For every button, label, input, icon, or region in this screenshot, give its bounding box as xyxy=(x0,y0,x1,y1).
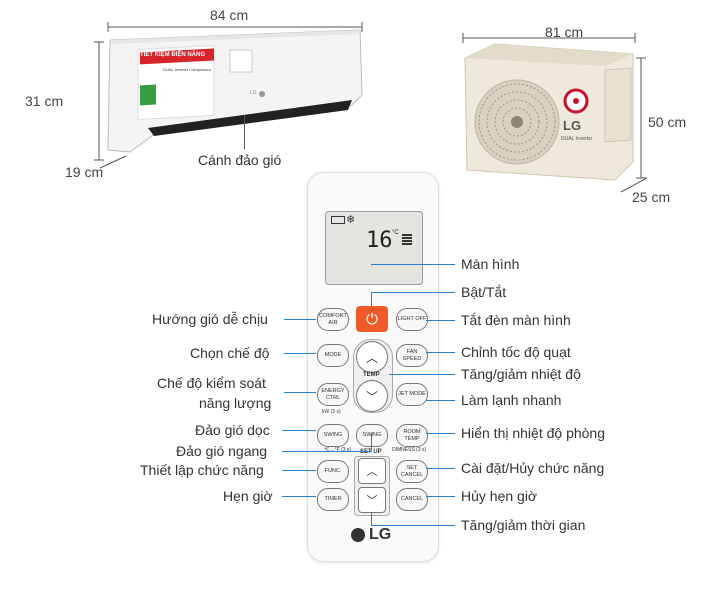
display-temperature: 16 xyxy=(366,228,393,253)
temp-down-button[interactable]: ﹀ xyxy=(356,380,388,412)
time-down-button[interactable]: ﹀ xyxy=(358,487,386,513)
remote-screen: ❄ 16 °C xyxy=(325,211,423,285)
comfort-air-button[interactable]: COMFORT AIR xyxy=(317,308,349,331)
indoor-brand: LG xyxy=(250,90,257,96)
temp-up-button[interactable]: ︿ xyxy=(356,341,388,373)
room-temp-sub-label: DIMNESS (3 s) xyxy=(392,447,427,453)
chevron-down-icon: ﹀ xyxy=(366,495,378,507)
callout-timer: Hẹn giờ xyxy=(223,488,273,504)
swing-horizontal-button[interactable]: SWING xyxy=(356,424,388,447)
set-up-label: SET UP xyxy=(360,449,382,455)
callout-room-temp: Hiển thị nhiệt độ phòng xyxy=(461,425,605,441)
callout-func: Thiết lập chức năng xyxy=(140,462,264,478)
time-up-button[interactable]: ︿ xyxy=(358,458,386,484)
outdoor-depth-dimension: 25 cm xyxy=(632,189,671,205)
indoor-label-text: DUAL Inverter Compressor xyxy=(163,67,212,72)
indoor-unit-illustration xyxy=(94,22,363,169)
callout-temp: Tăng/giảm nhiệt độ xyxy=(461,366,581,382)
callout-swing-vertical: Đảo gió dọc xyxy=(195,422,270,438)
energy-ctrl-button[interactable]: ENERGY CTRL xyxy=(317,383,349,406)
callout-fan-speed: Chỉnh tốc độ quạt xyxy=(461,344,571,360)
outdoor-unit-illustration xyxy=(462,33,648,193)
outdoor-width-dimension: 81 cm xyxy=(545,24,584,40)
deflector-caption: Cánh đảo gió xyxy=(198,152,282,168)
indoor-depth-dimension: 19 cm xyxy=(65,164,104,180)
func-button[interactable]: FUNC. xyxy=(317,460,349,483)
outdoor-height-dimension: 50 cm xyxy=(648,114,687,130)
cancel-button[interactable]: CANCEL xyxy=(396,488,428,511)
energy-sub-label: kW (3 s) xyxy=(322,409,341,415)
set-cancel-button[interactable]: SET CANCEL xyxy=(396,460,428,483)
callout-energy-line1: Chế độ kiểm soát xyxy=(157,375,266,391)
callout-cancel: Hủy hẹn giờ xyxy=(461,488,538,504)
swing-sub-label: ℃↔°F (3 s) xyxy=(324,447,352,453)
callout-light-off: Tắt đèn màn hình xyxy=(461,312,571,328)
battery-icon xyxy=(331,216,345,224)
light-off-button[interactable]: LIGHT OFF xyxy=(396,308,428,331)
jet-mode-button[interactable]: JET MODE xyxy=(396,383,428,406)
room-temp-button[interactable]: ROOM TEMP xyxy=(396,424,428,447)
outdoor-brand: LG xyxy=(563,118,582,133)
display-unit: °C xyxy=(392,230,399,236)
power-icon: ⏻ xyxy=(366,310,378,328)
remote-control: ❄ 16 °C COMFORT AIR ⏻ LIGHT OFF ︿ TEMP ﹀… xyxy=(307,172,439,562)
indoor-height-dimension: 31 cm xyxy=(25,93,64,109)
temp-label: TEMP xyxy=(363,372,380,378)
indoor-width-dimension: 84 cm xyxy=(210,7,249,23)
indoor-unit: TIẾT KIỆM ĐIỆN NĂNG DUAL Inverter Compre… xyxy=(90,0,380,200)
snowflake-icon: ❄ xyxy=(346,214,356,226)
callout-jet-mode: Làm lạnh nhanh xyxy=(461,392,562,408)
callout-power: Bật/Tắt xyxy=(461,284,507,300)
remote-brand: LG xyxy=(369,526,392,543)
power-button[interactable]: ⏻ xyxy=(356,306,388,332)
mode-button[interactable]: MODE xyxy=(317,344,349,367)
callout-comfort-air: Hướng gió dễ chịu xyxy=(152,311,268,327)
indoor-label-banner: TIẾT KIỆM ĐIỆN NĂNG xyxy=(140,52,206,58)
swing-vertical-button[interactable]: SWING xyxy=(317,424,349,447)
callout-mode: Chọn chế độ xyxy=(190,345,270,361)
fan-bars-icon xyxy=(402,234,412,246)
callout-set-cancel: Cài đặt/Hủy chức năng xyxy=(461,460,605,476)
chevron-up-icon: ︿ xyxy=(366,466,378,478)
chevron-down-icon: ﹀ xyxy=(365,389,378,404)
callout-energy-line2: năng lượng xyxy=(199,395,272,411)
callout-screen: Màn hình xyxy=(461,256,520,272)
callout-time: Tăng/giảm thời gian xyxy=(461,517,586,533)
chevron-up-icon: ︿ xyxy=(365,350,378,365)
callout-swing-horizontal: Đảo gió ngang xyxy=(176,443,268,459)
outdoor-unit: LG DUAL Inverter xyxy=(455,30,655,210)
outdoor-model-text: DUAL Inverter xyxy=(561,136,593,142)
remote-lg-logo-icon xyxy=(351,528,365,542)
timer-button[interactable]: TIMER xyxy=(317,488,349,511)
fan-speed-button[interactable]: FAN SPEED xyxy=(396,344,428,367)
